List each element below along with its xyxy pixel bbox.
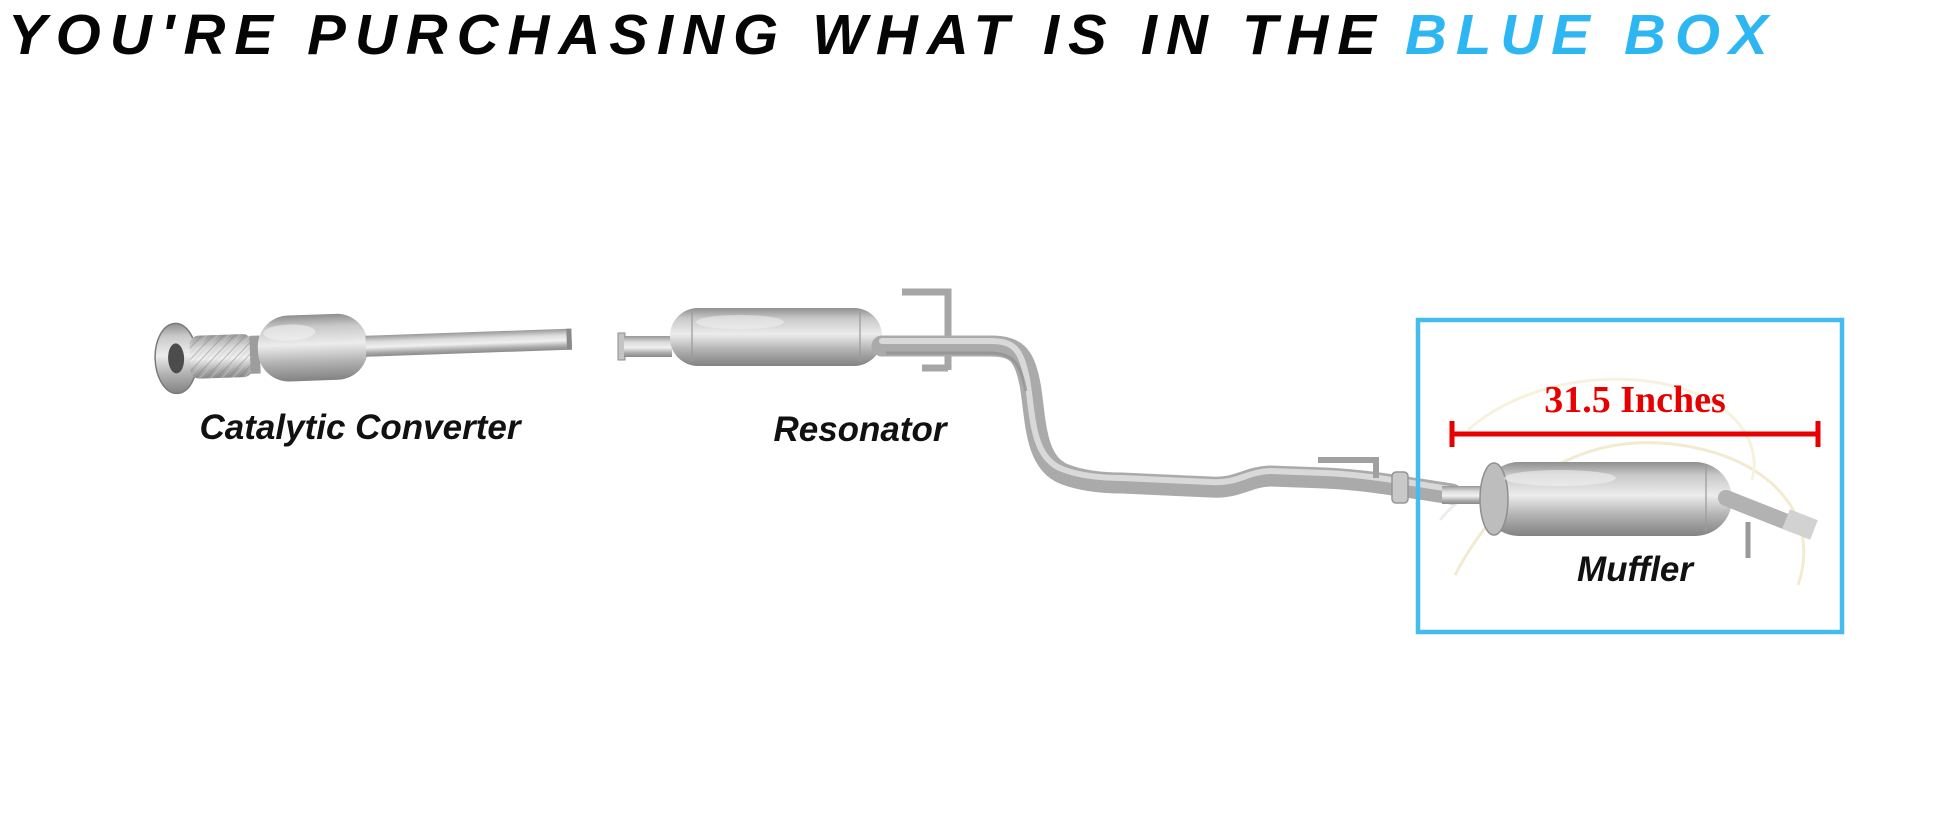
resonator-graphic: [617, 288, 952, 372]
exhaust-pipe-graphic: [871, 335, 1463, 505]
pipe-highlight: [879, 338, 1453, 492]
flex-pipe-braid: [189, 334, 253, 379]
converter-outlet-pipe: [365, 328, 573, 357]
pipe-shadow: [886, 351, 1028, 392]
measurement-line: [1449, 421, 1821, 447]
resonator-body: [670, 308, 882, 366]
inlet-flare: [617, 332, 626, 361]
catalytic-converter-graphic: [154, 313, 573, 395]
muffler-end-cap: [1479, 462, 1509, 536]
hanger-bracket: [902, 288, 952, 372]
muffler-inlet-pipe: [1442, 486, 1488, 504]
title-blue-part: BLUE BOX: [1404, 2, 1777, 67]
flange-hole: [168, 343, 185, 374]
pipe-hanger-rod: [1318, 457, 1379, 478]
pipe-cut-end: [566, 328, 573, 350]
muffler-highlight: [1504, 470, 1616, 486]
muffler-outlet-pipe: [1718, 490, 1800, 532]
muffler-graphic: [1442, 462, 1818, 558]
blue-box: [1415, 317, 1845, 635]
resonator-inlet-pipe: [624, 336, 672, 357]
page-title: YOU'RE PURCHASING WHAT IS IN THE BLUE BOX: [8, 2, 1946, 68]
slip-joint-flare: [1391, 471, 1409, 504]
measurement-text: 31.5 Inches: [1544, 379, 1726, 421]
catalytic-converter-label: Catalytic Converter: [199, 408, 521, 447]
title-black-part: YOU'RE PURCHASING WHAT IS IN THE: [8, 2, 1385, 67]
converter-highlight: [263, 324, 316, 341]
muffler-outlet-tip: [1782, 509, 1818, 540]
resonator-highlight: [696, 315, 784, 329]
converter-body: [257, 313, 368, 382]
muffler-label: Muffler: [1576, 550, 1694, 589]
resonator-label: Resonator: [773, 410, 947, 449]
